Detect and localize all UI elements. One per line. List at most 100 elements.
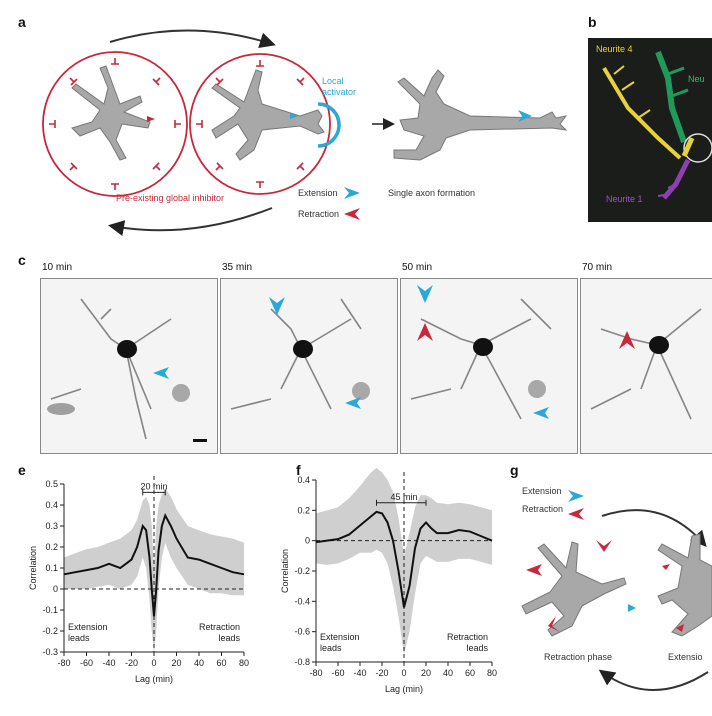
extension-marker-2 — [290, 113, 298, 119]
cycle-arrow-bottom — [598, 669, 709, 691]
x-tick-label: 0 — [401, 668, 406, 678]
x-tick-label: -40 — [102, 658, 115, 668]
y-tick-label: -0.1 — [42, 605, 58, 615]
inhibitor-ticks — [49, 58, 305, 190]
inhibitor-circle-2 — [189, 53, 331, 195]
panel-g-diagram — [521, 490, 712, 691]
retraction-marker — [676, 624, 684, 632]
x-tick-label: 60 — [216, 658, 226, 668]
frame-time-4: 70 min — [582, 262, 613, 273]
y-tick-label: -0.2 — [42, 626, 58, 636]
y-tick-label: 0.2 — [45, 542, 58, 552]
x-tick-label: 60 — [465, 668, 475, 678]
panel-label-b: b — [588, 14, 597, 30]
panel-label-a: a — [18, 14, 26, 30]
x-tick-label: -80 — [309, 668, 322, 678]
cycle-arrow-top — [109, 29, 276, 49]
y-tick-label: 0.5 — [45, 479, 58, 489]
mean-correlation-line — [315, 510, 493, 608]
retraction-arrow — [526, 564, 542, 576]
y-tick-label: 0 — [53, 584, 58, 594]
y-axis-label: Correlation — [280, 549, 290, 593]
cycle-arrow-bottom — [108, 207, 273, 236]
panel-label-g: g — [510, 462, 519, 478]
retraction-arrow — [417, 323, 433, 341]
confidence-band — [316, 467, 492, 655]
g-retraction-label: Retraction — [522, 504, 564, 514]
y-tick-label: -0.3 — [42, 647, 58, 657]
retraction-arrow — [619, 331, 635, 349]
frame-time-3: 50 min — [402, 262, 433, 273]
cycle-arrow-top — [601, 509, 707, 548]
right-lead-label: Retraction — [447, 632, 488, 642]
y-tick-label: -0.4 — [294, 596, 310, 606]
neuron-2 — [211, 69, 325, 161]
extension-legend-icon — [568, 490, 584, 502]
retraction-arrow — [596, 540, 612, 552]
timelapse-frame-3 — [400, 278, 578, 454]
x-tick-label: -80 — [57, 658, 70, 668]
panel-label-f: f — [296, 462, 301, 478]
inhibitor-circle-1 — [42, 51, 188, 197]
chart-e: -0.3-0.2-0.100.10.20.30.40.5-80-60-40-20… — [28, 476, 249, 684]
frame-time-1: 10 min — [42, 262, 73, 273]
x-tick-label: 20 — [421, 668, 431, 678]
neurite-tracing — [602, 50, 712, 200]
y-tick-label: 0 — [305, 536, 310, 546]
panel-label-e: e — [18, 462, 26, 478]
retraction-arrow — [548, 616, 560, 632]
neurite-4-label: Neurite 4 — [596, 44, 633, 54]
local-activator-arc — [317, 102, 341, 148]
extension-arrow — [417, 285, 433, 303]
timelapse-frame-2 — [220, 278, 398, 454]
x-tick-label: 40 — [443, 668, 453, 678]
y-tick-label: 0.3 — [45, 521, 58, 531]
right-lead-label: leads — [218, 633, 240, 643]
mean-correlation-line — [63, 512, 245, 617]
left-lead-label: Extension — [68, 622, 108, 632]
lag-annotation: 20 min — [140, 481, 167, 491]
extension-arrow — [269, 297, 285, 315]
x-tick-label: -20 — [125, 658, 138, 668]
scale-bar — [193, 439, 207, 442]
x-tick-label: -60 — [80, 658, 93, 668]
panel-label-c: c — [18, 252, 26, 268]
x-tick-label: -60 — [331, 668, 344, 678]
left-lead-label: leads — [320, 643, 342, 653]
y-tick-label: 0.2 — [297, 505, 310, 515]
y-axis-label: Correlation — [28, 546, 38, 590]
right-lead-label: Retraction — [199, 622, 240, 632]
extension-legend-label: Extension — [298, 188, 338, 198]
extension-arrow — [345, 397, 361, 409]
neuron-1 — [71, 65, 151, 161]
neuron-extension-phase — [657, 533, 712, 637]
x-axis-label: Lag (min) — [385, 684, 423, 694]
y-tick-label: -0.6 — [294, 627, 310, 637]
extension-arrow — [153, 367, 169, 379]
extension-legend-icon — [344, 187, 360, 199]
x-tick-label: 40 — [194, 658, 204, 668]
x-tick-label: -20 — [375, 668, 388, 678]
neuron-3 — [393, 69, 568, 161]
retraction-legend-label: Retraction — [298, 209, 340, 219]
extension-marker-3 — [518, 110, 532, 122]
extension-phase-label: Extensio — [668, 652, 703, 662]
retraction-phase-label: Retraction phase — [544, 652, 613, 662]
x-tick-label: 20 — [171, 658, 181, 668]
panel-b-micrograph: Neurite 4 Neu Neurite 1 — [588, 38, 712, 222]
retraction-legend-icon — [344, 208, 360, 220]
timelapse-frame-1 — [40, 278, 218, 454]
lag-annotation: 45 min — [390, 492, 417, 502]
extension-marker — [628, 604, 636, 612]
y-tick-label: 0.4 — [45, 500, 58, 510]
y-tick-label: -0.8 — [294, 657, 310, 667]
x-tick-label: 80 — [487, 668, 497, 678]
retraction-marker-1 — [147, 116, 155, 122]
extension-arrow — [533, 407, 549, 419]
neurite-1-label: Neurite 1 — [606, 194, 643, 204]
retraction-legend-icon — [568, 508, 584, 520]
global-inhibitor-label: Pre-existing global inhibitor — [116, 193, 225, 203]
timelapse-frame-4 — [580, 278, 712, 454]
